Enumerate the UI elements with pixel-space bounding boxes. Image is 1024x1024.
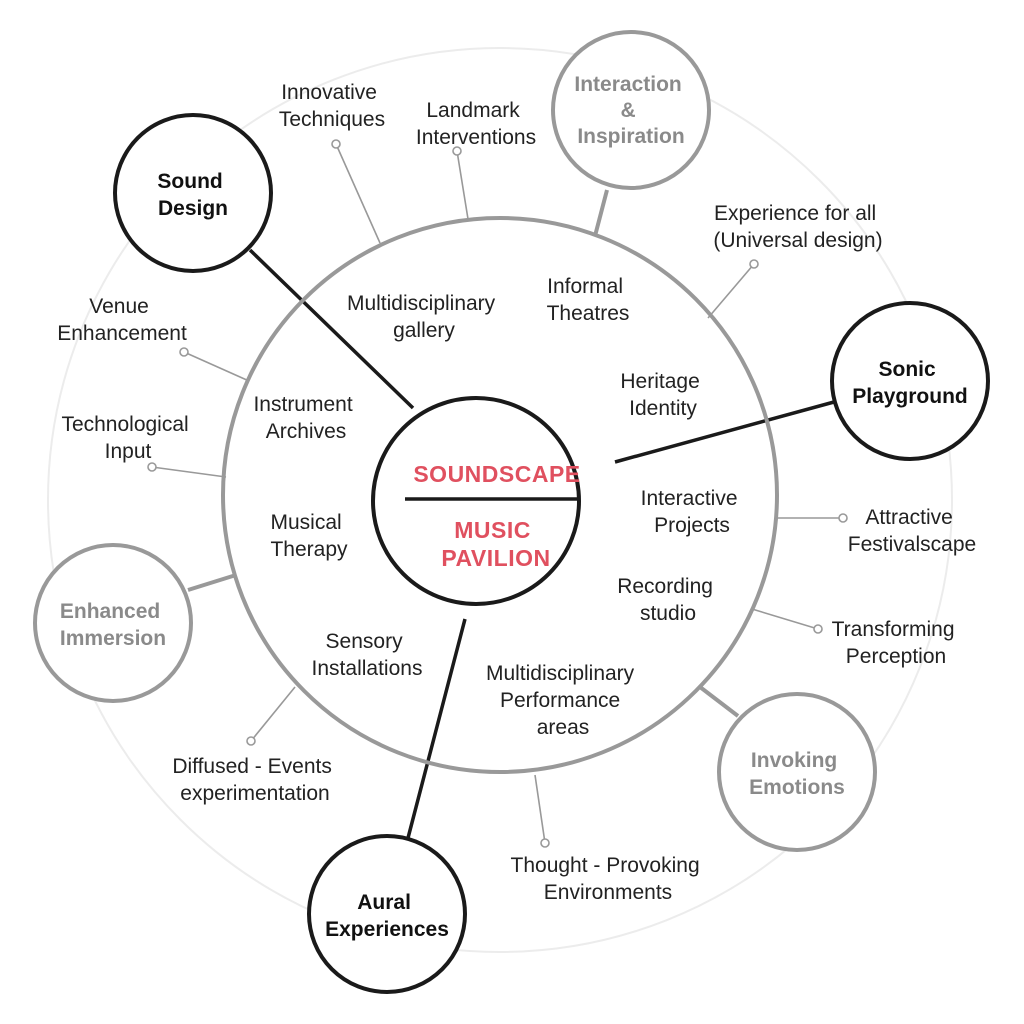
outer-thought-provoking: Thought - Provoking Environments [511,854,706,904]
satellite-sound-design-label: Sound Design [157,170,228,220]
satellite-enhanced-immersion-label: Enhanced Immersion [60,600,166,650]
outer-venue-enhancement: Venue Enhancement [57,295,187,345]
satellite-interaction-inspiration-label: Interaction & Inspiration [574,73,687,148]
inner-sensory-installations: Sensory Installations [312,630,423,680]
dot-thought-provoking [540,838,550,848]
outer-technological-input: Technological Input [61,413,194,463]
pointer-experience-for-all [707,263,755,319]
dot-technological-input [147,462,157,472]
center-top-label: SOUNDSCAPE [413,461,580,487]
dot-transforming-perception [813,624,823,634]
inner-multidisciplinary-performance-areas: Multidisciplinary Performance areas [486,662,640,739]
satellite-sonic-playground-label: Sonic Playground [852,358,968,408]
pointer-transforming-perception [751,608,819,630]
satellite-sonic-playground: Sonic Playground [830,301,990,461]
outer-transforming-perception: Transforming Perception [832,618,961,668]
pointer-landmark-interventions [456,150,469,220]
inner-recording-studio: Recording studio [617,575,719,625]
dot-landmark-interventions [452,146,462,156]
main-ring [221,216,779,774]
dot-innovative-techniques [331,139,341,149]
inner-instrument-archives: Instrument Archives [253,393,358,443]
satellite-sound-design: Sound Design [113,113,273,273]
satellite-invoking-emotions: Invoking Emotions [717,692,877,852]
center-bottom-line-2: PAVILION [441,545,550,571]
connector-enhanced-immersion [187,573,237,592]
connector-invoking-emotions [698,685,740,718]
connector-aural-experiences [406,618,467,839]
dot-diffused-events [246,736,256,746]
outer-faint-ring [47,47,953,953]
dot-venue-enhancement [179,347,189,357]
center-circle [371,396,581,606]
connector-sonic-playground [614,400,835,464]
center-bottom-line-1: MUSIC [454,517,531,543]
pointer-thought-provoking [534,774,546,844]
pointer-innovative-techniques [335,143,381,244]
pointer-diffused-events [250,686,296,742]
satellite-invoking-emotions-label: Invoking Emotions [749,749,845,799]
inner-multidisciplinary-gallery: Multidisciplinary gallery [347,292,501,342]
pointer-technological-input [151,466,227,478]
pointer-venue-enhancement [183,351,250,382]
inner-heritage-identity: Heritage Identity [620,370,705,420]
center-bottom-label: MUSIC PAVILION [441,517,550,571]
pointer-lines [147,139,848,848]
connector-interaction-inspiration [593,189,609,237]
outer-innovative-techniques: Innovative Techniques [279,81,385,131]
inner-musical-therapy: Musical Therapy [270,511,348,561]
outer-diffused-events: Diffused - Events experimentation [172,755,337,805]
connector-sound-design [248,248,415,410]
outer-landmark-interventions: Landmark Interventions [416,99,536,149]
outer-attractive-festivalscape: Attractive Festivalscape [848,506,976,556]
satellite-aural-experiences: Aural Experiences [307,834,467,994]
dot-experience-for-all [749,259,759,269]
inner-interactive-projects: Interactive Projects [641,487,744,537]
outer-experience-for-all: Experience for all (Universal design) [713,202,882,252]
dot-attractive-festivalscape [838,513,848,523]
satellite-interaction-inspiration: Interaction & Inspiration [551,30,711,190]
satellite-enhanced-immersion: Enhanced Immersion [33,543,193,703]
satellite-aural-experiences-label: Aural Experiences [325,891,449,941]
inner-informal-theatres: Informal Theatres [547,275,630,325]
